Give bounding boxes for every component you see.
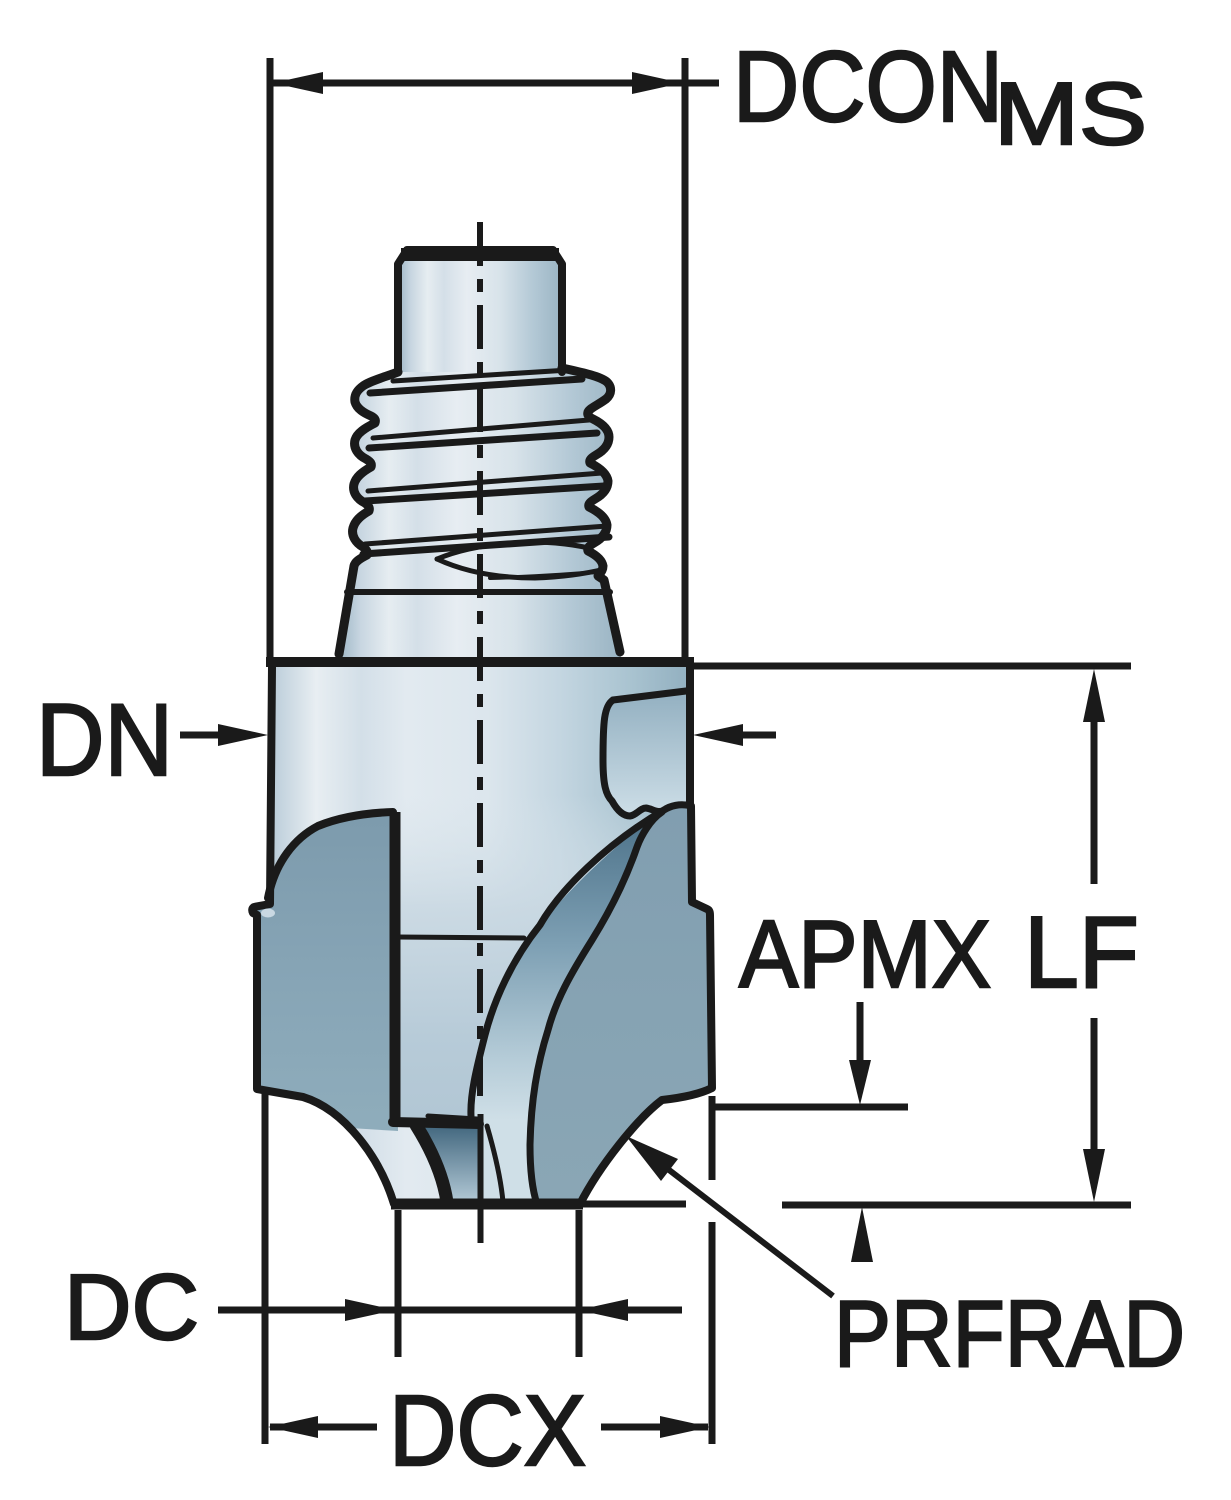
svg-text:APMX: APMX	[739, 901, 991, 1008]
svg-text:MS: MS	[994, 64, 1147, 163]
svg-text:DC: DC	[64, 1255, 199, 1359]
svg-text:DCON: DCON	[733, 31, 1003, 143]
svg-text:PRFRAD: PRFRAD	[834, 1281, 1185, 1386]
svg-text:DCX: DCX	[389, 1375, 586, 1487]
svg-text:LF: LF	[1024, 897, 1139, 1009]
svg-text:DN: DN	[36, 683, 173, 797]
